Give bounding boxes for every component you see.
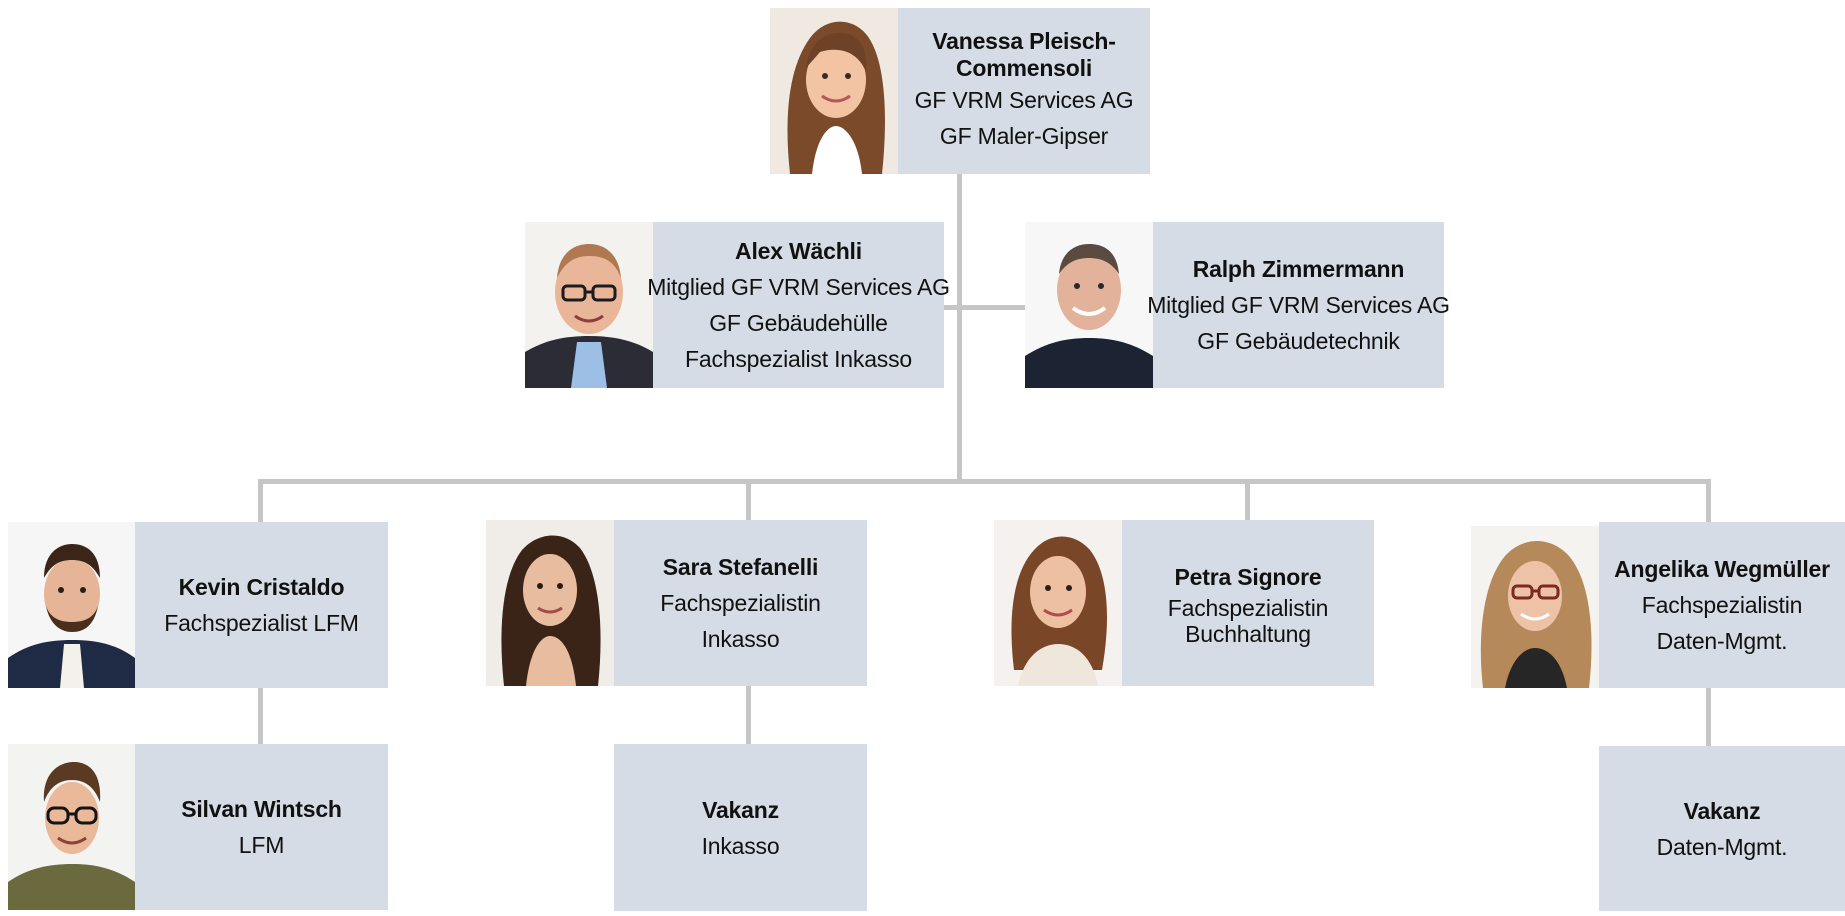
kevin-card: Kevin Cristaldo Fachspezialist LFM	[135, 522, 388, 688]
sara-portrait-image	[486, 520, 614, 686]
alex-role-2: GF Gebäudehülle	[709, 310, 888, 336]
connector-trunk	[957, 174, 962, 479]
sara-role-1: Fachspezialistin	[660, 590, 821, 616]
vanessa-portrait-image	[770, 8, 898, 174]
connector-drop-petra	[1245, 479, 1250, 520]
vanessa-role-1: GF VRM Services AG	[914, 87, 1134, 113]
petra-role-2: Buchhaltung	[1185, 621, 1311, 647]
sara-card: Sara Stefanelli Fachspezialistin Inkasso	[614, 520, 867, 686]
alex-role-1: Mitglied GF VRM Services AG	[647, 274, 950, 300]
petra-card: Petra Signore Fachspezialistin Buchhaltu…	[1122, 520, 1374, 686]
connector-drop-angelika	[1706, 479, 1711, 526]
sara-name: Sara Stefanelli	[662, 554, 819, 580]
angelika-name: Angelika Wegmüller	[1614, 556, 1830, 582]
petra-name: Petra Signore	[1174, 564, 1322, 590]
kevin-name: Kevin Cristaldo	[178, 574, 345, 600]
angelika-role-2: Daten-Mgmt.	[1656, 628, 1788, 654]
kevin-role-1: Fachspezialist LFM	[164, 610, 359, 636]
silvan-name: Silvan Wintsch	[181, 796, 342, 822]
angelika-role-1: Fachspezialistin	[1641, 592, 1803, 618]
connector-sara-vakanz	[746, 686, 751, 744]
alex-portrait-image	[525, 222, 653, 388]
petra-portrait-image	[994, 520, 1122, 686]
silvan-portrait-image	[8, 744, 135, 910]
vakanz-inkasso-name: Vakanz	[702, 796, 779, 823]
vanessa-role-2: GF Maler-Gipser	[939, 123, 1109, 149]
silvan-card: Silvan Wintsch LFM	[135, 744, 388, 910]
connector-management-branch	[944, 305, 1025, 310]
connector-angelika-vakanz	[1706, 688, 1711, 746]
vakanz-inkasso-role: Inkasso	[701, 832, 780, 859]
ralph-portrait-image	[1025, 222, 1153, 388]
alex-role-3: Fachspezialist Inkasso	[685, 346, 912, 372]
vakanz-daten-role: Daten-Mgmt.	[1656, 833, 1788, 860]
angelika-portrait-image	[1471, 526, 1599, 688]
vanessa-name-line1: Vanessa Pleisch-	[932, 28, 1116, 54]
sara-role-2: Inkasso	[701, 626, 780, 652]
alex-card: Alex Wächli Mitglied GF VRM Services AG …	[647, 222, 950, 388]
vanessa-name-line2: Commensoli	[955, 55, 1093, 81]
angelika-card: Angelika Wegmüller Fachspezialistin Date…	[1599, 522, 1845, 688]
kevin-portrait-image	[8, 522, 135, 688]
ralph-role-2: GF Gebäudetechnik	[1197, 328, 1400, 354]
ralph-name: Ralph Zimmermann	[1192, 256, 1405, 282]
vakanz-daten-card: Vakanz Daten-Mgmt.	[1599, 746, 1845, 911]
vakanz-daten-name: Vakanz	[1683, 797, 1761, 824]
connector-drop-sara	[746, 479, 751, 520]
vanessa-card: Vanessa Pleisch- Commensoli GF VRM Servi…	[898, 8, 1150, 174]
petra-role-1: Fachspezialistin	[1167, 595, 1329, 621]
ralph-card: Ralph Zimmermann Mitglied GF VRM Service…	[1147, 222, 1450, 388]
connector-drop-kevin	[258, 479, 263, 522]
vakanz-inkasso-card: Vakanz Inkasso	[614, 744, 867, 911]
connector-staff-bus	[258, 479, 1711, 484]
silvan-role-1: LFM	[238, 832, 285, 858]
connector-kevin-silvan	[258, 688, 263, 744]
alex-name: Alex Wächli	[735, 238, 862, 264]
ralph-role-1: Mitglied GF VRM Services AG	[1147, 292, 1450, 318]
